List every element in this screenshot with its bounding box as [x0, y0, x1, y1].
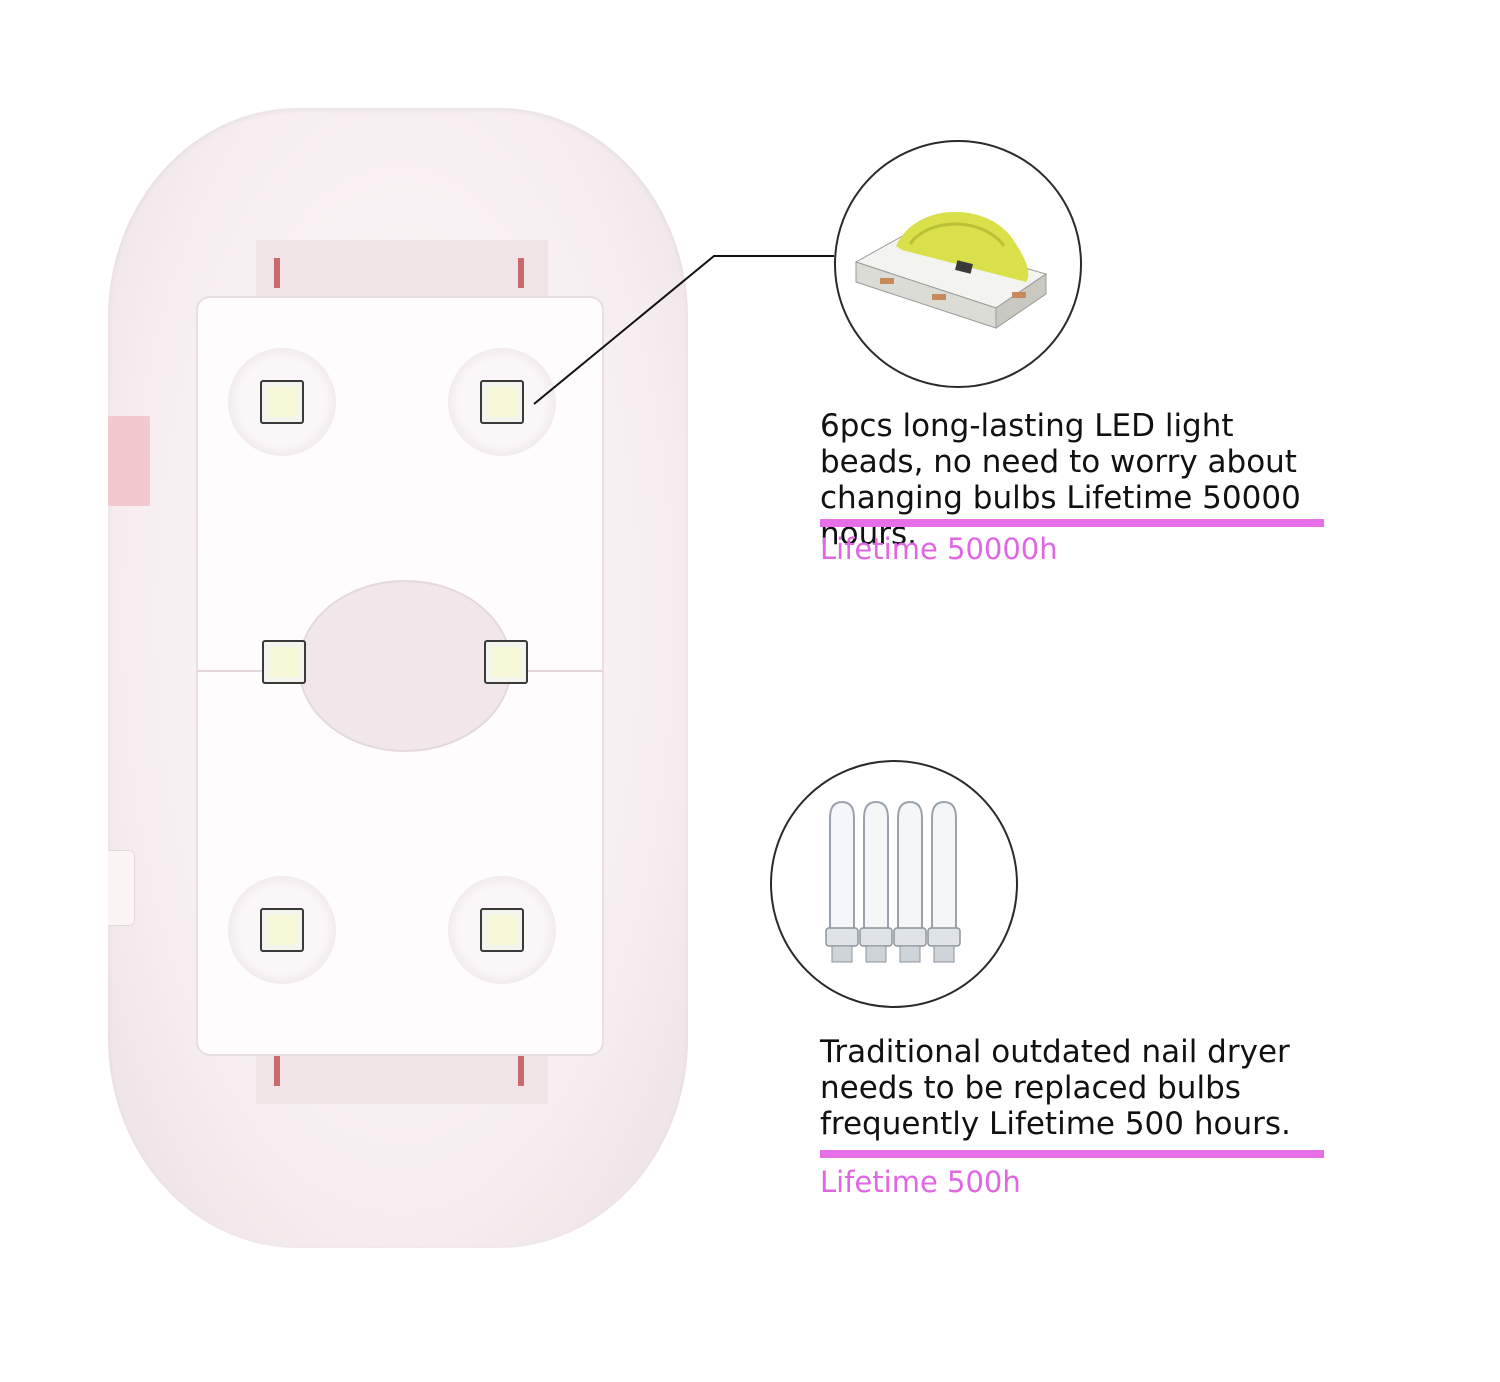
accent-rule — [820, 519, 1324, 527]
uv-bulbs-icon — [825, 800, 961, 963]
accent-rule — [820, 1150, 1324, 1158]
led-bead — [262, 640, 306, 684]
led-chip-inset — [834, 140, 1082, 388]
led-bead — [480, 380, 524, 424]
led-bead — [260, 380, 304, 424]
led-ring — [448, 876, 556, 984]
led-description: 6pcs long-lasting LED light beads, no ne… — [820, 408, 1301, 552]
led-panel — [196, 296, 604, 1056]
bottom-slot — [256, 1048, 548, 1104]
led-ring — [228, 348, 336, 456]
usb-port — [108, 416, 150, 506]
slot-tab — [518, 1056, 524, 1086]
led-bead — [480, 908, 524, 952]
led-chip-icon — [854, 211, 1048, 329]
slot-tab — [274, 1056, 280, 1086]
bulb-description: Traditional outdated nail dryer needs to… — [820, 1034, 1291, 1142]
bulb-lifetime-label: Lifetime 500h — [820, 1165, 1021, 1199]
led-lifetime-label: Lifetime 50000h — [820, 532, 1058, 566]
slot-tab — [274, 258, 280, 288]
slot-tab — [518, 258, 524, 288]
led-bead — [484, 640, 528, 684]
power-button — [108, 850, 135, 926]
nail-lamp-device — [108, 108, 688, 1248]
led-ring — [228, 876, 336, 984]
top-slot — [256, 240, 548, 296]
led-bead — [260, 908, 304, 952]
uv-bulbs-inset — [770, 760, 1018, 1008]
